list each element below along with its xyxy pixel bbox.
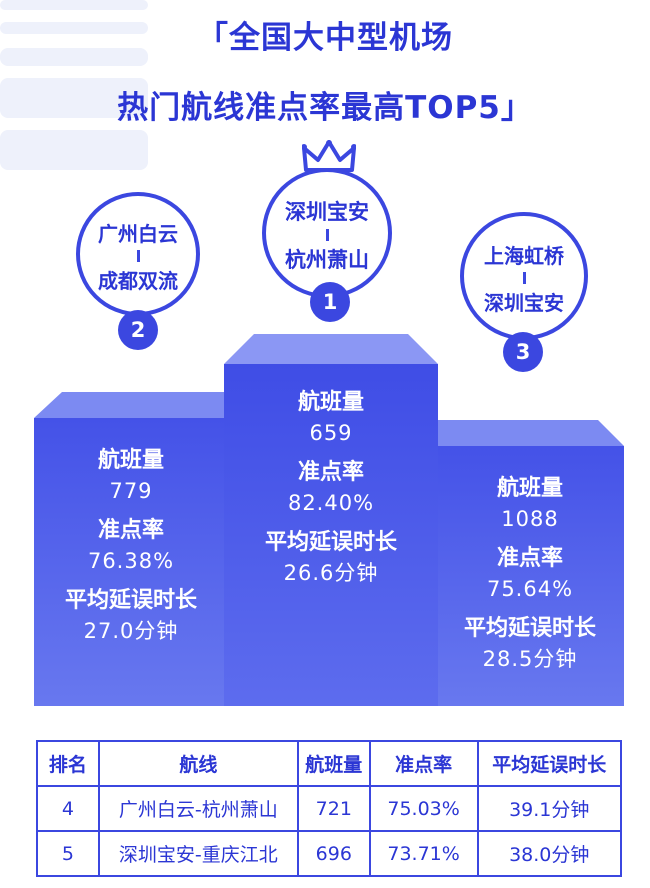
podium-front-face: [224, 364, 438, 706]
crown-icon: [302, 140, 356, 172]
podium-top-face: [224, 334, 438, 364]
cell-ontime: 73.71%: [368, 830, 479, 877]
route-to: 杭州萧山: [285, 248, 369, 272]
ontime-label: 准点率: [97, 518, 164, 543]
podium-rank-1: 航班量 659 准点率 82.40% 平均延误时长 26.6分钟: [224, 334, 438, 706]
route-badge-rank-1: 深圳宝安 杭州萧山: [262, 168, 392, 298]
header-route: 航线: [97, 740, 299, 787]
route-from: 深圳宝安: [285, 200, 369, 224]
table-row: 4 广州白云-杭州萧山 721 75.03% 39.1分钟: [36, 785, 622, 832]
delay-label: 平均延误时长: [463, 616, 596, 641]
table-row: 5 深圳宝安-重庆江北 696 73.71% 38.0分钟: [36, 830, 622, 877]
header-ontime: 准点率: [368, 740, 479, 787]
podium-rank-2: 航班量 779 准点率 76.38% 平均延误时长 27.0分钟: [34, 392, 228, 706]
stats-rank-3: 航班量 1088 准点率 75.64% 平均延误时长 28.5分钟: [436, 474, 624, 674]
podium-top-face: [436, 420, 624, 446]
header-flights: 航班量: [296, 740, 371, 787]
delay-value: 26.6分钟: [283, 561, 379, 585]
cell-route: 深圳宝安-重庆江北: [97, 830, 299, 877]
cell-route: 广州白云-杭州萧山: [97, 785, 299, 832]
flights-value: 1088: [501, 507, 559, 531]
cell-delay: 39.1分钟: [476, 785, 622, 832]
ontime-value: 76.38%: [87, 549, 175, 573]
table-header-row: 排名 航线 航班量 准点率 平均延误时长: [36, 740, 622, 787]
ontime-value: 75.64%: [486, 577, 574, 601]
header-delay: 平均延误时长: [476, 740, 622, 787]
cell-flights: 721: [296, 785, 371, 832]
cell-ontime: 75.03%: [368, 785, 479, 832]
delay-label: 平均延误时长: [64, 588, 197, 613]
route-badge-rank-3: 上海虹桥 深圳宝安: [460, 212, 588, 340]
rank-3-marker: 3: [503, 332, 543, 372]
delay-label: 平均延误时长: [264, 530, 397, 555]
route-separator: [136, 250, 140, 262]
delay-value: 28.5分钟: [482, 647, 578, 671]
podium-top-face: [34, 392, 228, 418]
rank-2-marker: 2: [118, 310, 158, 350]
podium-front-face: [436, 446, 624, 706]
background-decoration: [0, 0, 150, 175]
ranking-table: 排名 航线 航班量 准点率 平均延误时长 4 广州白云-杭州萧山 721 75.…: [36, 740, 622, 877]
flights-label: 航班量: [496, 476, 563, 501]
route-from: 广州白云: [98, 222, 178, 246]
cell-flights: 696: [296, 830, 371, 877]
route-badge-rank-2: 广州白云 成都双流: [76, 192, 200, 316]
cell-delay: 38.0分钟: [476, 830, 622, 877]
route-separator: [522, 272, 526, 284]
route-separator: [325, 229, 329, 241]
page-title-line2: 热门航线准点率最高TOP5」: [117, 90, 533, 126]
ontime-label: 准点率: [496, 546, 563, 571]
page-title-line1: 「全国大中型机场: [197, 20, 453, 56]
podium-rank-3: 航班量 1088 准点率 75.64% 平均延误时长 28.5分钟: [436, 420, 624, 706]
route-from: 上海虹桥: [484, 244, 564, 268]
route-to: 成都双流: [98, 269, 178, 293]
flights-label: 航班量: [297, 390, 364, 415]
cell-rank: 5: [36, 830, 100, 877]
ontime-label: 准点率: [297, 460, 364, 485]
delay-value: 27.0分钟: [83, 619, 179, 643]
stats-rank-1: 航班量 659 准点率 82.40% 平均延误时长 26.6分钟: [224, 388, 438, 588]
podium-front-face: [34, 418, 228, 706]
header-rank: 排名: [36, 740, 100, 787]
route-to: 深圳宝安: [484, 291, 564, 315]
ontime-value: 82.40%: [287, 491, 375, 515]
flights-label: 航班量: [97, 448, 164, 473]
rank-1-marker: 1: [310, 282, 350, 322]
cell-rank: 4: [36, 785, 100, 832]
flights-value: 659: [309, 421, 353, 445]
stats-rank-2: 航班量 779 准点率 76.38% 平均延误时长 27.0分钟: [34, 446, 228, 646]
flights-value: 779: [109, 479, 153, 503]
